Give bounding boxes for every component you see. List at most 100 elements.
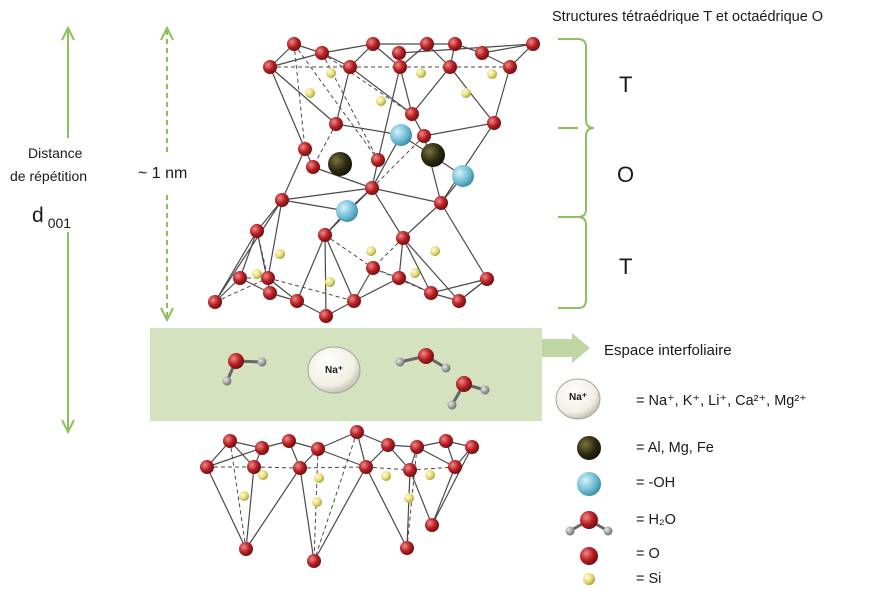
oxygen-atom: [293, 461, 307, 475]
silicon-atom: [252, 269, 262, 279]
oxygen-atom: [343, 60, 357, 74]
oxygen-atom: [425, 518, 439, 532]
interlayer-label: Espace interfoliaire: [604, 342, 732, 359]
bond: [281, 148, 306, 201]
distance-label-line2: de répétition: [10, 168, 88, 184]
oxygen-atom: [371, 153, 385, 167]
octahedral-cation-atom: [328, 152, 352, 176]
oxygen-atom: [475, 46, 489, 60]
water-molecule-icon: [395, 348, 451, 373]
oxygen-atom: [247, 460, 261, 474]
bond: [312, 166, 373, 189]
silicon-atom: [366, 246, 376, 256]
bond: [296, 234, 326, 302]
distance-label-line1: Distance: [28, 145, 83, 161]
d-symbol: d: [32, 204, 44, 227]
cation-label: Na⁺: [324, 365, 344, 376]
nm-arrow: [160, 25, 174, 323]
oxygen-atom: [263, 60, 277, 74]
silicon-atom: [376, 96, 386, 106]
bond: [440, 122, 495, 204]
oxygen-atom: [366, 261, 380, 275]
oxygen-atom: [359, 460, 373, 474]
bond-hidden: [371, 135, 425, 189]
bond-hidden: [293, 43, 306, 150]
layer-label-t-top: T: [619, 72, 633, 97]
bond: [281, 187, 373, 201]
bond-hidden: [299, 466, 367, 469]
bond: [430, 278, 488, 294]
bond-hidden: [312, 123, 337, 168]
oxygen-atom: [392, 46, 406, 60]
oxygen-atom: [250, 224, 264, 238]
oxygen-atom: [403, 463, 417, 477]
bond: [321, 43, 374, 54]
bond: [214, 199, 283, 303]
bond: [365, 466, 408, 549]
oxygen-atom: [448, 37, 462, 51]
oxygen-atom: [350, 425, 364, 439]
water-molecule-icon: [222, 353, 267, 386]
legend-water-text: = H₂O: [636, 512, 676, 528]
oxygen-atom: [420, 37, 434, 51]
oxygen-atom: [465, 440, 479, 454]
layer-braces: [558, 38, 595, 309]
water-molecule-icon: [447, 376, 490, 410]
legend-water-icon: [565, 511, 613, 536]
oxygen-atom: [381, 438, 395, 452]
oxygen-atom: [298, 142, 312, 156]
bond: [371, 187, 404, 239]
silicon-atom: [487, 69, 497, 79]
bond: [245, 466, 255, 550]
bond-hidden: [324, 234, 374, 269]
legend-oxygen-icon: [580, 547, 598, 565]
oxygen-atom: [329, 117, 343, 131]
bond-hidden: [321, 52, 379, 161]
oxygen-atom: [526, 37, 540, 51]
bond-hidden: [253, 466, 301, 469]
oxygen-atom: [311, 442, 325, 456]
silicon-atom: [239, 491, 249, 501]
oxygen-atom: [443, 60, 457, 74]
oxygen-atom: [366, 37, 380, 51]
silicon-atom: [314, 473, 324, 483]
bond: [324, 234, 355, 302]
hydroxyl-atom: [390, 124, 412, 146]
silicon-atom: [258, 470, 268, 480]
silicon-atom: [381, 471, 391, 481]
bond: [317, 448, 367, 468]
oxygen-atom: [315, 46, 329, 60]
oxygen-atom: [223, 434, 237, 448]
bond: [269, 66, 337, 125]
bond: [411, 66, 451, 115]
oxygen-atom: [306, 160, 320, 174]
bond-hidden: [365, 466, 411, 471]
oxygen-atom: [400, 541, 414, 555]
bond: [324, 234, 327, 317]
atoms: [200, 37, 540, 568]
oxygen-atom: [208, 295, 222, 309]
sodium-cation-icon: [307, 346, 361, 394]
layer-label-t-bottom: T: [619, 254, 633, 279]
oxygen-atom: [452, 294, 466, 308]
bond: [440, 202, 488, 280]
legend-cation-icon: [555, 378, 601, 420]
bond-hidden: [214, 277, 269, 303]
silicon-atom: [326, 68, 336, 78]
bond: [402, 237, 432, 294]
bond: [416, 446, 456, 468]
oxygen-atom: [410, 440, 424, 454]
bond: [267, 199, 283, 279]
bond: [349, 66, 413, 115]
legend-hydroxyl-text: = -OH: [636, 475, 676, 491]
legend-hydroxyl-icon: [577, 472, 601, 496]
bond-hidden: [256, 230, 269, 279]
silicon-atom: [404, 493, 414, 503]
oxygen-atom: [287, 37, 301, 51]
oxygen-atom: [417, 129, 431, 143]
octahedral-cation-atom: [421, 143, 445, 167]
oxygen-atom: [503, 60, 517, 74]
oxygen-atom: [319, 309, 333, 323]
